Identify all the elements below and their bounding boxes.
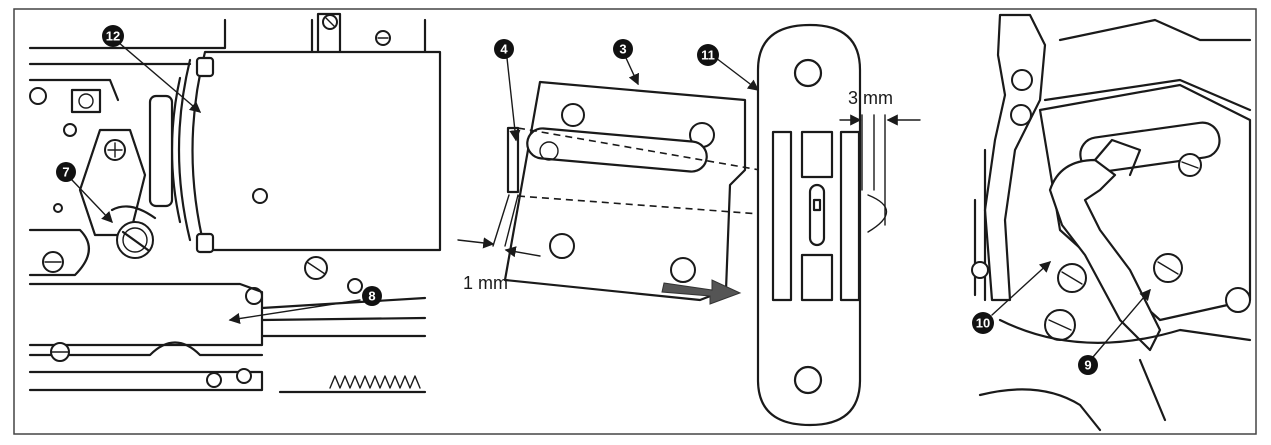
dimension-1mm-label: 1 mm — [463, 273, 508, 293]
svg-text:7: 7 — [62, 165, 69, 180]
svg-text:9: 9 — [1084, 358, 1091, 373]
svg-text:4: 4 — [500, 42, 508, 57]
svg-text:12: 12 — [106, 29, 120, 44]
figure-frame — [13, 8, 1257, 435]
svg-text:3: 3 — [619, 42, 626, 57]
panel-hook-assembly — [28, 12, 442, 394]
callout-9: 9 — [1078, 355, 1098, 375]
dimension-3mm-label: 3 mm — [848, 88, 893, 108]
callout-11: 11 — [697, 44, 719, 66]
callout-10: 10 — [972, 312, 994, 334]
callout-4: 4 — [494, 39, 514, 59]
svg-text:10: 10 — [976, 316, 990, 331]
callout-12: 12 — [102, 25, 124, 47]
callout-7: 7 — [56, 162, 76, 182]
svg-text:11: 11 — [701, 48, 715, 63]
callout-3: 3 — [613, 39, 633, 59]
callout-8: 8 — [362, 286, 382, 306]
panel-throat-plate — [457, 23, 921, 427]
svg-text:8: 8 — [368, 289, 375, 304]
panel-feed-rocker — [971, 13, 1252, 432]
